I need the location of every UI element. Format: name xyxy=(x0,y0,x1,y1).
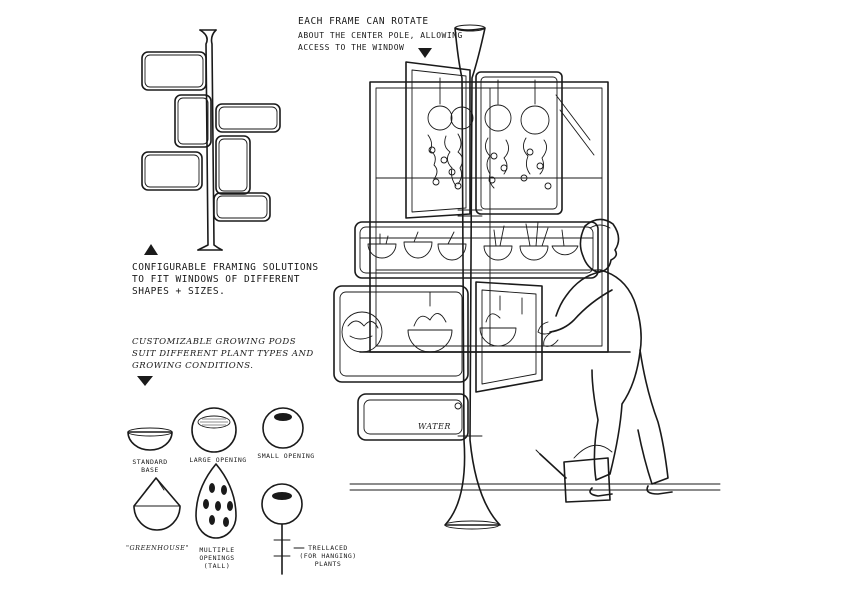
pod-label-greenhouse: "GREENHOUSE" xyxy=(126,544,188,552)
pod-label-standard-2: BASE xyxy=(124,466,176,474)
triangle-up-icon xyxy=(144,244,158,255)
pod-label-multiple-1: MULTIPLE xyxy=(190,546,244,554)
watering-can xyxy=(536,445,612,502)
water-tank-label: WATER xyxy=(418,422,451,431)
frame-configuration-diagram xyxy=(142,30,280,250)
pod-greenhouse xyxy=(134,478,180,530)
framing-caption-line1: CONFIGURABLE FRAMING SOLUTIONS xyxy=(132,262,319,274)
water-tank xyxy=(358,394,468,440)
pod-label-multiple: MULTIPLE OPENINGS (TALL) xyxy=(190,546,244,570)
pod-label-trellaced: TRELLACED (FOR HANGING) PLANTS xyxy=(298,544,358,568)
pod-label-multiple-2: OPENINGS xyxy=(190,554,244,562)
pod-large-opening xyxy=(192,408,236,452)
pod-standard-base xyxy=(128,428,172,450)
pod-label-multiple-3: (TALL) xyxy=(190,562,244,570)
top-hanging-frame xyxy=(406,62,562,218)
framing-caption-line2: TO FIT WINDOWS OF DIFFERENT xyxy=(132,274,300,286)
pods-caption-line3: GROWING CONDITIONS. xyxy=(132,360,253,372)
center-pole xyxy=(445,25,500,529)
pod-label-trellaced-3: PLANTS xyxy=(298,560,358,568)
pod-label-large-opening: LARGE OPENING xyxy=(186,456,250,464)
pod-label-trellaced-1: TRELLACED xyxy=(298,544,358,552)
pod-label-trellaced-2: (FOR HANGING) xyxy=(298,552,358,560)
triangle-down-icon xyxy=(137,376,153,386)
person-figure xyxy=(538,219,672,496)
pod-label-standard: STANDARD BASE xyxy=(124,458,176,474)
pods-caption-line2: SUIT DIFFERENT PLANT TYPES AND xyxy=(132,348,314,360)
pods-caption-line1: CUSTOMIZABLE GROWING PODS xyxy=(132,336,296,348)
rotate-caption-line1: EACH FRAME CAN ROTATE xyxy=(298,16,429,28)
framing-caption-line3: SHAPES + SIZES. xyxy=(132,286,225,298)
rotate-caption-line2: ABOUT THE CENTER POLE, ALLOWING xyxy=(298,30,463,42)
pod-multiple-openings xyxy=(196,464,236,538)
lower-rotated-frame xyxy=(334,282,542,392)
rotate-caption-line3: ACCESS TO THE WINDOW xyxy=(298,42,404,54)
triangle-down-icon xyxy=(418,48,432,58)
pod-label-standard-1: STANDARD xyxy=(124,458,176,466)
pod-small-opening xyxy=(263,408,303,448)
pod-label-small-opening: SMALL OPENING xyxy=(256,452,316,460)
